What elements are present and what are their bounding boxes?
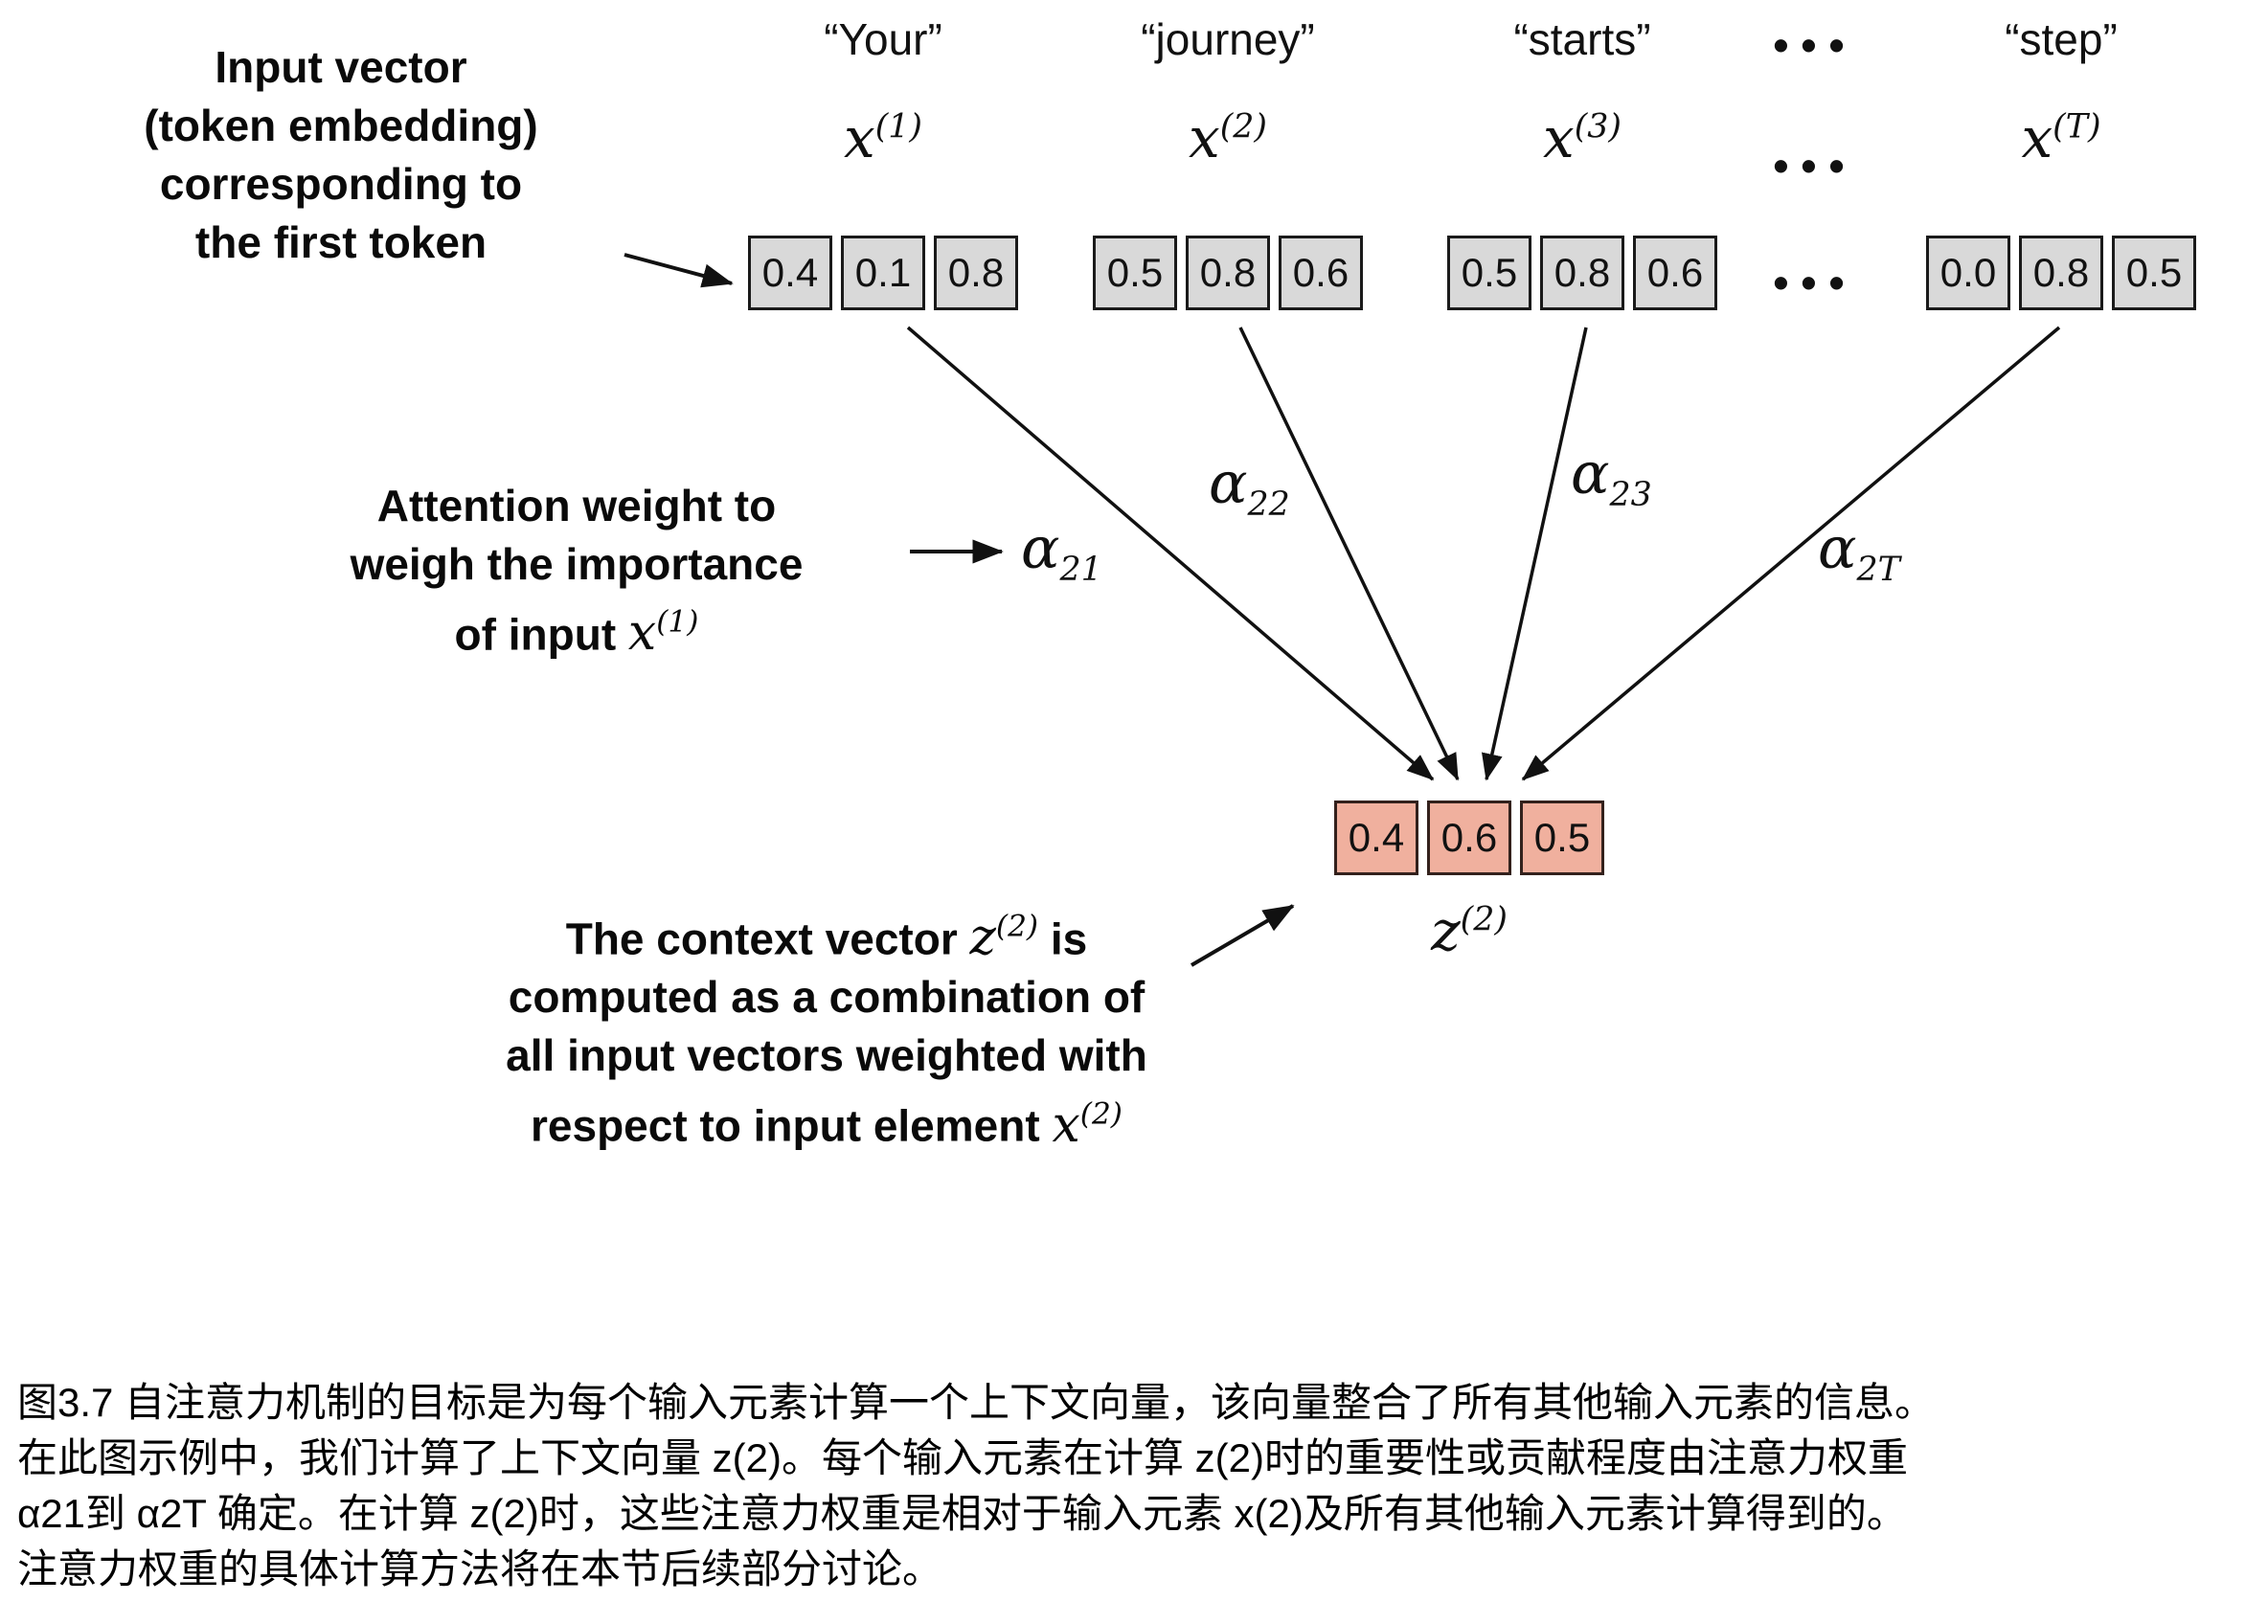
vector-cell: 0.6 [1279, 236, 1363, 310]
context-vector-cell: 0.5 [1520, 801, 1604, 875]
attention-arrow-2 [1238, 327, 1460, 781]
vector-cell: 0.5 [2112, 236, 2196, 310]
context-vector-symbol: z(2) [1431, 898, 1508, 963]
attention-arrow-3 [1481, 327, 1588, 781]
vector-cell: 0.6 [1633, 236, 1717, 310]
token-word: “step” [2005, 14, 2118, 64]
vector-cell: 0.0 [1926, 236, 2010, 310]
input-vector-annotation: Input vector (token embedding) correspon… [144, 42, 538, 267]
embedding-vector: 0.5 0.8 0.6 [1075, 236, 1381, 310]
embedding-vector: 0.4 0.1 0.8 [730, 236, 1036, 310]
input-vector-pointer-arrow [624, 253, 734, 288]
context-vector-cell: 0.4 [1334, 801, 1418, 875]
token-word: “Your” [824, 14, 942, 64]
alpha-22-label: α22 [1209, 450, 1290, 524]
ellipsis-vectors-row: ••• [1773, 258, 1857, 307]
caption-line: 在此图示例中，我们计算了上下文向量 z(2)。每个输入元素在计算 z(2)时的重… [17, 1435, 1909, 1480]
attention-weight-annotation: Attention weight to weigh the importance… [350, 481, 804, 663]
token-symbol: x(1) [843, 105, 922, 170]
context-vector-cell: 0.6 [1427, 801, 1511, 875]
context-vector-annotation: The context vector z(2) is computed as a… [506, 909, 1147, 1154]
ellipsis-words-row: ••• [1773, 20, 1857, 70]
vector-cell: 0.8 [2019, 236, 2103, 310]
embedding-vector: 0.5 0.8 0.6 [1429, 236, 1735, 310]
token-column-your: “Your” x(1) 0.4 0.1 0.8 [730, 13, 1036, 329]
alpha-23-label: α23 [1571, 440, 1652, 514]
vector-cell: 0.5 [1093, 236, 1177, 310]
vector-cell: 0.8 [1186, 236, 1270, 310]
attention-arrow-1 [906, 326, 1435, 781]
token-column-step: “step” x(T) 0.0 0.8 0.5 [1908, 13, 2214, 329]
ellipsis-symbols-row: ••• [1773, 141, 1857, 191]
vector-cell: 0.5 [1447, 236, 1531, 310]
token-column-starts: “starts” x(3) 0.5 0.8 0.6 [1429, 13, 1735, 329]
token-symbol: x(2) [1188, 105, 1267, 170]
vector-cell: 0.4 [748, 236, 832, 310]
caption-line: α21到 α2T 确定。在计算 z(2)时，这些注意力权重是相对于输入元素 x(… [17, 1491, 1907, 1536]
alpha-2T-label: α2T [1818, 515, 1900, 589]
figure-caption: 图3.7 自注意力机制的目标是为每个输入元素计算一个上下文向量，该向量整合了所有… [17, 1375, 2260, 1597]
token-word: “journey” [1141, 14, 1315, 64]
token-symbol: x(T) [2021, 105, 2101, 170]
attention-arrow-4 [1521, 326, 2061, 781]
embedding-vector: 0.0 0.8 0.5 [1908, 236, 2214, 310]
context-vector: 0.4 0.6 0.5 [1326, 801, 1613, 875]
vector-cell: 0.8 [1540, 236, 1624, 310]
vector-cell: 0.1 [841, 236, 925, 310]
caption-line: 注意力权重的具体计算方法将在本节后续部分讨论。 [17, 1546, 943, 1591]
caption-line: 图3.7 自注意力机制的目标是为每个输入元素计算一个上下文向量，该向量整合了所有… [17, 1380, 1936, 1425]
alpha-21-label: α21 [1021, 515, 1102, 589]
token-column-journey: “journey” x(2) 0.5 0.8 0.6 [1075, 13, 1381, 329]
vector-cell: 0.8 [934, 236, 1018, 310]
token-word: “starts” [1513, 14, 1651, 64]
token-symbol: x(3) [1542, 105, 1622, 170]
